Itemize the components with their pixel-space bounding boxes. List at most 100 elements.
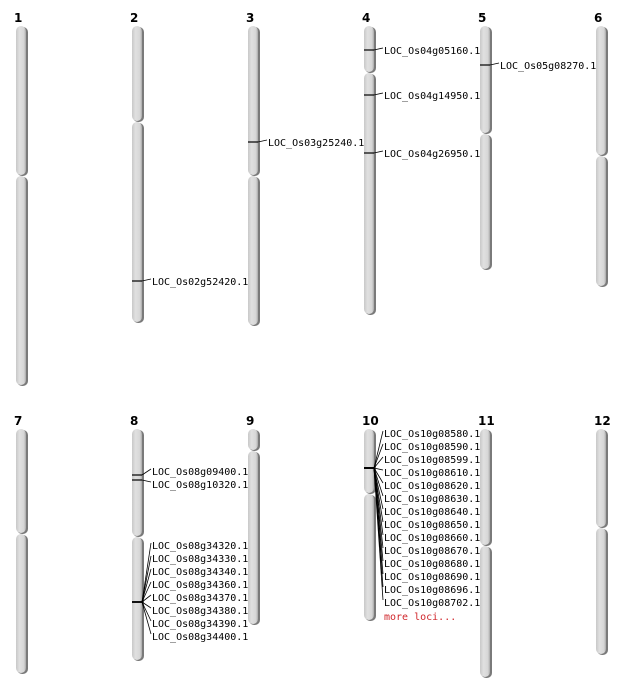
- locus-label[interactable]: LOC_Os10g08690.1: [384, 572, 480, 583]
- locus-connector: [373, 467, 384, 471]
- locus-connector: [141, 479, 152, 483]
- chromosome-long-arm[interactable]: [596, 156, 606, 286]
- locus-label[interactable]: LOC_Os10g08696.1: [384, 585, 480, 596]
- chromosome-6[interactable]: 6: [594, 11, 608, 287]
- locus-connector: [373, 47, 384, 51]
- chromosome-short-arm[interactable]: [132, 26, 142, 121]
- locus-connector: [141, 601, 152, 609]
- locus-label[interactable]: LOC_Os04g05160.1: [384, 46, 480, 57]
- locus-label[interactable]: LOC_Os08g34360.1: [152, 580, 248, 591]
- chromosome-10[interactable]: 10LOC_Os10g08580.1LOC_Os10g08590.1LOC_Os…: [362, 414, 480, 623]
- locus-label[interactable]: LOC_Os05g08270.1: [500, 61, 596, 72]
- chromosome-label: 3: [246, 11, 254, 25]
- locus-label[interactable]: LOC_Os08g34340.1: [152, 567, 248, 578]
- locus-label[interactable]: LOC_Os10g08610.1: [384, 468, 480, 479]
- chromosome-label: 12: [594, 414, 611, 428]
- chromosome-long-arm[interactable]: [480, 134, 490, 269]
- locus-label[interactable]: LOC_Os04g14950.1: [384, 91, 480, 102]
- chromosome-long-arm[interactable]: [596, 528, 606, 654]
- locus-label[interactable]: LOC_Os10g08670.1: [384, 546, 480, 557]
- locus-label[interactable]: LOC_Os08g34320.1: [152, 541, 248, 552]
- chromosome-long-arm[interactable]: [16, 534, 26, 673]
- locus-connector: [373, 467, 384, 601]
- chromosome-long-arm[interactable]: [248, 451, 258, 624]
- locus-label[interactable]: LOC_Os08g34330.1: [152, 554, 248, 565]
- locus-label[interactable]: LOC_Os10g08580.1: [384, 429, 480, 440]
- locus-connector: [373, 467, 384, 497]
- locus-label[interactable]: LOC_Os08g34400.1: [152, 632, 248, 643]
- chromosome-9[interactable]: 9: [246, 414, 260, 625]
- chromosome-short-arm[interactable]: [596, 26, 606, 155]
- chromosome-short-arm[interactable]: [248, 429, 258, 450]
- chromosome-long-arm[interactable]: [132, 537, 142, 660]
- locus-connector: [373, 456, 384, 469]
- chromosome-label: 10: [362, 414, 379, 428]
- chromosome-label: 9: [246, 414, 254, 428]
- locus-label[interactable]: LOC_Os08g34390.1: [152, 619, 248, 630]
- locus-connector: [141, 601, 152, 635]
- chromosome-short-arm[interactable]: [364, 26, 374, 72]
- locus-connector: [141, 468, 152, 476]
- locus-connector: [141, 601, 152, 622]
- locus-label[interactable]: LOC_Os10g08650.1: [384, 520, 480, 531]
- locus-connector: [373, 467, 384, 484]
- locus-label[interactable]: LOC_Os08g09400.1: [152, 467, 248, 478]
- chromosome-long-arm[interactable]: [248, 176, 258, 325]
- chromosome-label: 7: [14, 414, 22, 428]
- locus-label[interactable]: LOC_Os08g34370.1: [152, 593, 248, 604]
- chromosome-label: 5: [478, 11, 486, 25]
- chromosome-label: 4: [362, 11, 370, 25]
- chromosome-11[interactable]: 11: [478, 414, 495, 678]
- more-loci-link[interactable]: more loci...: [384, 612, 456, 623]
- chromosome-long-arm[interactable]: [16, 176, 26, 385]
- chromosome-label: 8: [130, 414, 138, 428]
- locus-connector: [373, 443, 384, 469]
- chromosome-short-arm[interactable]: [364, 429, 374, 493]
- locus-label[interactable]: LOC_Os10g08590.1: [384, 442, 480, 453]
- chromosome-short-arm[interactable]: [596, 429, 606, 527]
- locus-label[interactable]: LOC_Os02g52420.1: [152, 277, 248, 288]
- chromosome-4[interactable]: 4LOC_Os04g05160.1LOC_Os04g14950.1LOC_Os0…: [362, 11, 480, 315]
- chromosome-short-arm[interactable]: [480, 429, 490, 545]
- chromosome-short-arm[interactable]: [16, 26, 26, 175]
- chromosome-1[interactable]: 1: [14, 11, 28, 386]
- locus-connector: [373, 430, 384, 469]
- locus-connector: [141, 542, 152, 603]
- locus-label[interactable]: LOC_Os10g08640.1: [384, 507, 480, 518]
- chromosome-12[interactable]: 12: [594, 414, 611, 655]
- chromosome-8[interactable]: 8LOC_Os08g09400.1LOC_Os08g10320.1LOC_Os0…: [130, 414, 248, 661]
- locus-label[interactable]: LOC_Os04g26950.1: [384, 149, 480, 160]
- chromosome-long-arm[interactable]: [480, 546, 490, 677]
- locus-label[interactable]: LOC_Os10g08660.1: [384, 533, 480, 544]
- chromosome-short-arm[interactable]: [480, 26, 490, 133]
- locus-connector: [141, 581, 152, 603]
- locus-label[interactable]: LOC_Os10g08630.1: [384, 494, 480, 505]
- chromosome-short-arm[interactable]: [248, 26, 258, 175]
- locus-connector: [257, 139, 268, 143]
- chromosome-label: 11: [478, 414, 495, 428]
- chromosome-7[interactable]: 7: [14, 414, 28, 674]
- locus-label[interactable]: LOC_Os08g10320.1: [152, 480, 248, 491]
- chromosome-short-arm[interactable]: [16, 429, 26, 533]
- locus-connector: [489, 62, 500, 66]
- chromosome-long-arm[interactable]: [132, 122, 142, 322]
- chromosome-label: 6: [594, 11, 602, 25]
- locus-label[interactable]: LOC_Os10g08680.1: [384, 559, 480, 570]
- locus-label[interactable]: LOC_Os10g08599.1: [384, 455, 480, 466]
- locus-label[interactable]: LOC_Os03g25240.1: [268, 138, 364, 149]
- locus-label[interactable]: LOC_Os08g34380.1: [152, 606, 248, 617]
- locus-connector: [141, 278, 152, 282]
- chromosome-long-arm[interactable]: [364, 73, 374, 314]
- locus-connector: [141, 555, 152, 603]
- locus-connector: [373, 150, 384, 154]
- locus-label[interactable]: LOC_Os10g08620.1: [384, 481, 480, 492]
- chromosome-label: 2: [130, 11, 138, 25]
- locus-label[interactable]: LOC_Os10g08702.1: [384, 598, 480, 609]
- locus-connector: [141, 594, 152, 603]
- chromosome-long-arm[interactable]: [364, 494, 374, 620]
- chromosome-short-arm[interactable]: [132, 429, 142, 536]
